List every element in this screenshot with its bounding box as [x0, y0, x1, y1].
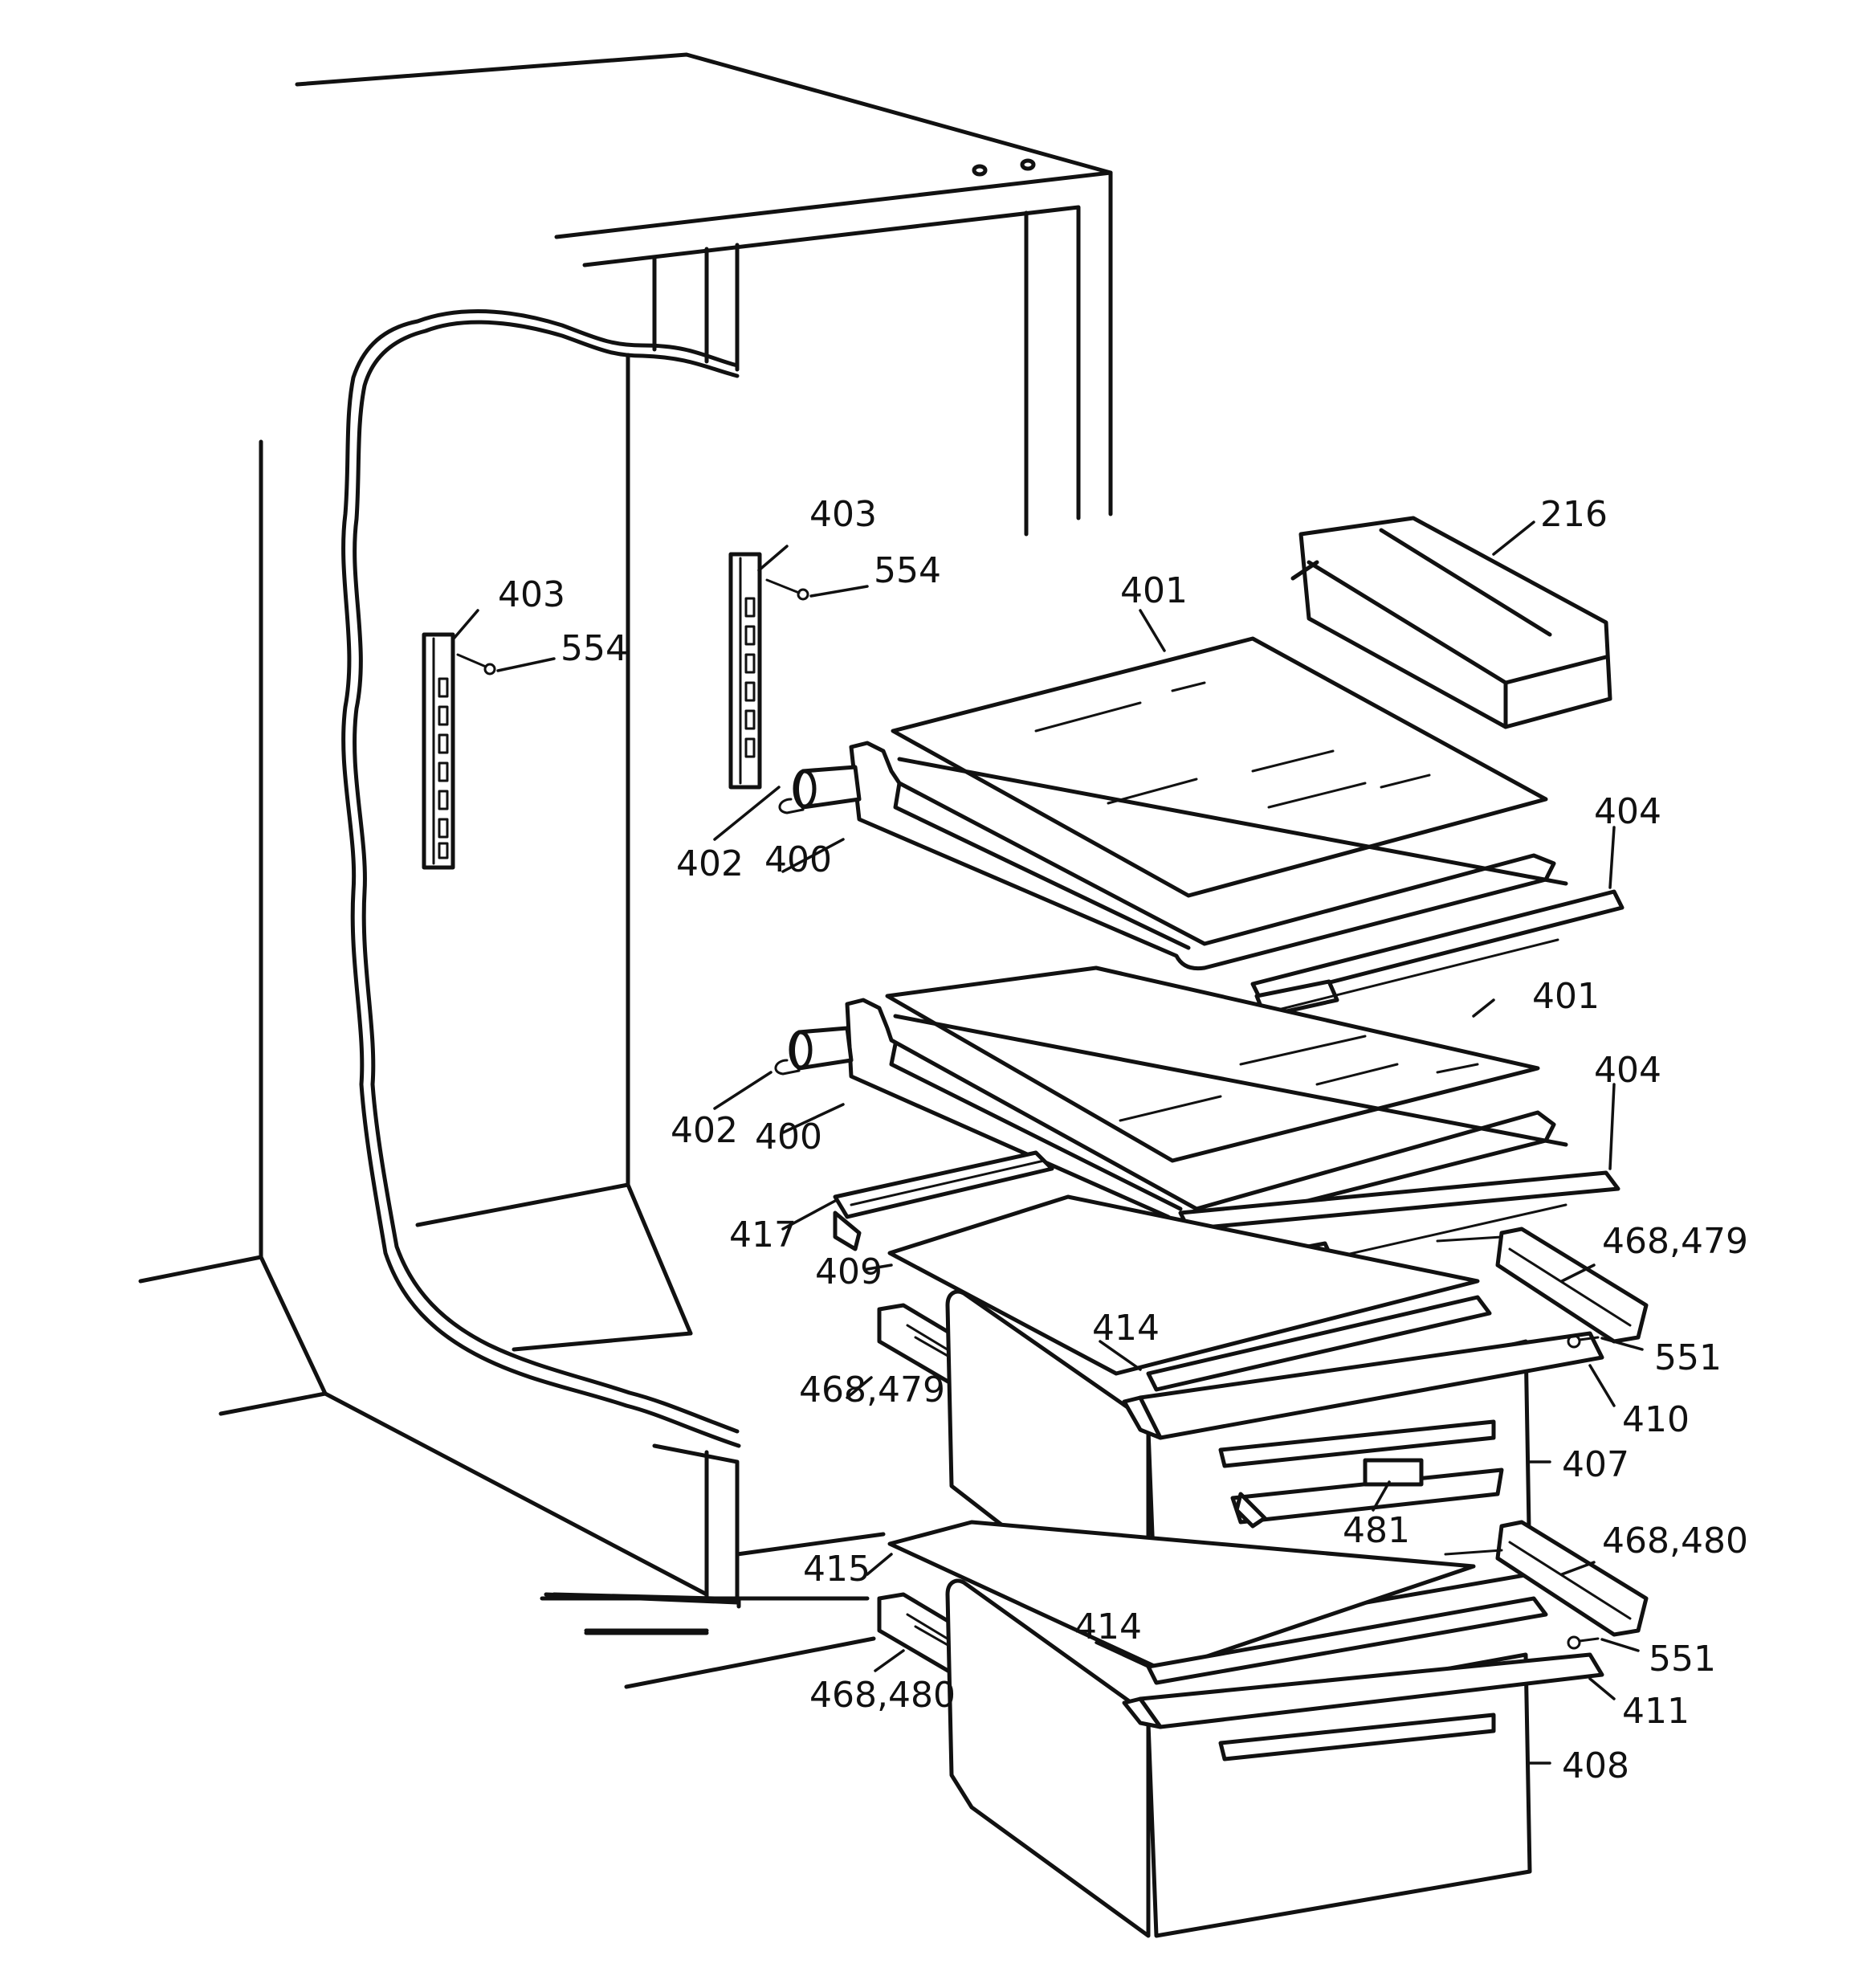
drawer-slide-rail-upper-right [1436, 1227, 1649, 1344]
glass-shelf-lower [885, 965, 1540, 1163]
shelf-support-ladder-left [422, 632, 496, 870]
callout-400-upper: 400 [764, 839, 832, 880]
cabinet [138, 52, 1113, 1689]
utility-bin [1290, 516, 1612, 729]
callout-labels: 216 401 403 554 403 554 404 402 400 401 … [498, 494, 1748, 1786]
callout-402-lower: 402 [671, 1110, 738, 1151]
crisper-drawer-lower [945, 1578, 1604, 1938]
callout-411: 411 [1622, 1691, 1690, 1732]
callout-417: 417 [729, 1214, 797, 1255]
callout-554-right: 554 [874, 550, 941, 591]
callout-410: 410 [1622, 1399, 1690, 1440]
screw-551-upper [1567, 1334, 1600, 1349]
callout-216: 216 [1540, 494, 1608, 535]
callout-402-upper: 402 [676, 843, 744, 884]
callout-404-lower: 404 [1594, 1050, 1661, 1091]
leader-lines [452, 520, 1644, 1765]
callout-415: 415 [803, 1549, 870, 1590]
callout-400-lower: 400 [755, 1116, 822, 1157]
callout-404-upper: 404 [1594, 791, 1661, 832]
glass-shelf-upper [891, 636, 1548, 898]
callout-407: 407 [1562, 1444, 1629, 1485]
shelf-frame-upper [778, 741, 1568, 971]
callout-414-upper: 414 [1092, 1308, 1160, 1349]
crisper-cover-glass-lower [887, 1520, 1476, 1673]
screw-551-lower [1567, 1635, 1600, 1650]
callout-403-left: 403 [498, 574, 565, 615]
crisper-cover-glass [887, 1194, 1480, 1376]
shelf-support-ladder-right [728, 552, 809, 790]
callout-468-479-left: 468,479 [799, 1370, 945, 1410]
callout-554-left: 554 [561, 628, 628, 669]
callout-408: 408 [1562, 1745, 1629, 1786]
callout-401-lower: 401 [1532, 976, 1600, 1017]
crisper-support-bracket [833, 1150, 1054, 1251]
callout-551-lower: 551 [1649, 1639, 1716, 1680]
callout-468-479-right: 468,479 [1602, 1221, 1748, 1262]
callout-403-right: 403 [809, 494, 877, 535]
callout-468-480-right: 468,480 [1602, 1521, 1748, 1561]
drawer-slide-rail-lower-right [1444, 1520, 1649, 1637]
callout-551-upper: 551 [1654, 1337, 1722, 1378]
callout-481: 481 [1343, 1510, 1410, 1551]
callout-468-480-left: 468,480 [809, 1675, 956, 1716]
callout-409: 409 [815, 1251, 883, 1292]
callout-414-lower: 414 [1074, 1606, 1142, 1647]
callout-401-upper: 401 [1120, 570, 1188, 611]
